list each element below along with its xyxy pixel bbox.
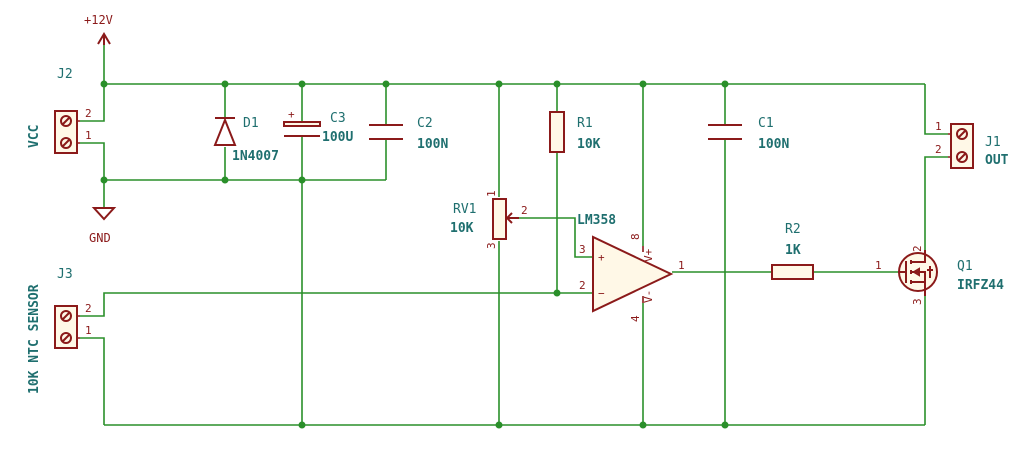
junction: [100, 176, 108, 184]
lm358-pin8: 8: [629, 233, 642, 240]
rv1-pin1: 1: [485, 190, 498, 197]
resistor-r1: R1 10K: [549, 111, 601, 153]
capacitor-c3: + C3 100U: [283, 108, 353, 145]
rv1-pin2: 2: [521, 204, 528, 217]
junction: [298, 80, 306, 88]
c2-ref: C2: [417, 116, 433, 131]
junction: [298, 176, 306, 184]
resistor-r2: R2 1K: [771, 222, 814, 280]
d1-value: 1N4007: [232, 149, 279, 164]
junction: [495, 80, 503, 88]
r2-value: 1K: [785, 243, 801, 258]
lm358-pin2: 2: [579, 279, 586, 292]
connector-j3: J3 2 1 10K NTC SENSOR: [27, 267, 92, 394]
vcc-power-label: +12V: [84, 13, 113, 27]
diode-d1: D1 1N4007: [213, 116, 279, 164]
junction: [639, 80, 647, 88]
capacitor-c1: C1 100N: [708, 116, 789, 152]
j2-pin1: 1: [85, 129, 92, 142]
j3-pin2: 2: [85, 302, 92, 315]
vcc-power-symbol: +12V: [84, 13, 113, 45]
j3-net-label: 10K NTC SENSOR: [27, 284, 42, 394]
c2-value: 100N: [417, 137, 448, 152]
connector-j1: 1 2 J1 OUT: [935, 120, 1009, 169]
j1-pin1: 1: [935, 120, 942, 133]
lm358-value: LM358: [577, 213, 616, 228]
c3-ref: C3: [330, 111, 346, 126]
lm358-vplus: V+: [642, 248, 655, 262]
q1-pin2: 2: [911, 245, 924, 252]
r1-ref: R1: [577, 116, 593, 131]
capacitor-c2: C2 100N: [369, 116, 448, 152]
junction: [639, 421, 647, 429]
j1-ref: J1: [985, 135, 1001, 150]
r1-value: 10K: [577, 137, 601, 152]
junction: [382, 80, 390, 88]
q1-pin1: 1: [875, 259, 882, 272]
c1-ref: C1: [758, 116, 774, 131]
potentiometer-rv1: RV1 10K 1 2 3: [450, 190, 528, 249]
junction: [221, 176, 229, 184]
j1-net-label: OUT: [985, 153, 1009, 168]
j2-net-label: VCC: [27, 125, 42, 148]
q1-value: IRFZ44: [957, 278, 1004, 293]
rv1-value: 10K: [450, 221, 474, 236]
c1-value: 100N: [758, 137, 789, 152]
lm358-inminus: −: [598, 287, 605, 300]
rv1-pin3: 3: [485, 242, 498, 249]
junction: [298, 421, 306, 429]
gnd-power-symbol: GND: [89, 207, 117, 245]
junction: [221, 80, 229, 88]
lm358-pin4: 4: [629, 315, 642, 322]
opamp-lm358: LM358 + − 3 2 1 8 4 V+ V-: [577, 213, 685, 322]
junction: [495, 421, 503, 429]
q1-ref: Q1: [957, 259, 973, 274]
j1-pin2: 2: [935, 143, 942, 156]
d1-ref: D1: [243, 116, 259, 131]
c3-plus: +: [288, 108, 295, 121]
junction: [553, 80, 561, 88]
lm358-pin1: 1: [678, 259, 685, 272]
junctions: [100, 80, 729, 429]
mosfet-q1: 1 2 3 Q1 IRFZ44: [875, 245, 1004, 305]
j3-pin1: 1: [85, 324, 92, 337]
j2-pin2: 2: [85, 107, 92, 120]
r2-ref: R2: [785, 222, 801, 237]
junction: [721, 421, 729, 429]
c3-value: 100U: [322, 130, 353, 145]
j3-ref: J3: [57, 267, 73, 282]
j2-ref: J2: [57, 67, 73, 82]
connector-j2: J2 2 1 VCC: [27, 67, 92, 154]
junction: [100, 80, 108, 88]
junction: [553, 289, 561, 297]
lm358-inplus: +: [598, 251, 605, 264]
junction: [721, 80, 729, 88]
rv1-ref: RV1: [453, 202, 476, 217]
gnd-power-label: GND: [89, 231, 111, 245]
lm358-vminus: V-: [642, 290, 655, 303]
q1-pin3: 3: [911, 298, 924, 305]
lm358-pin3: 3: [579, 243, 586, 256]
wires: [80, 45, 948, 426]
